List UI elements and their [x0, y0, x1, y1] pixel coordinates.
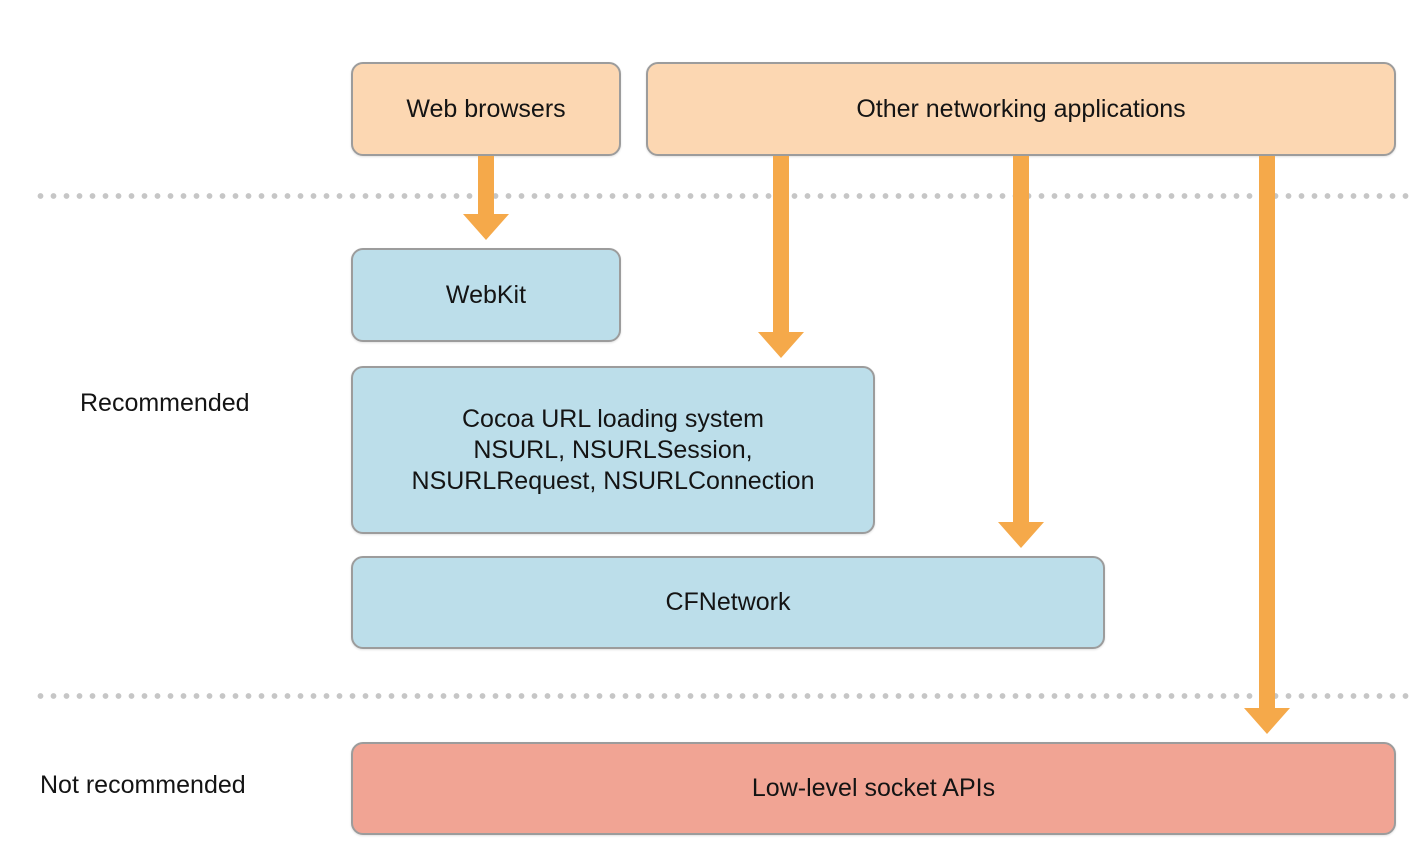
- node-web-browsers: Web browsers: [351, 62, 621, 156]
- tier-label-not-recommended: Not recommended: [40, 771, 246, 799]
- node-webkit-label: WebKit: [445, 280, 527, 309]
- node-low-level-socket-apis-label: Low-level socket APIs: [751, 774, 996, 802]
- arrow-other-apps-to-cocoa-url: [758, 156, 804, 358]
- tier-label-recommended: Recommended: [80, 389, 250, 417]
- node-other-networking-applications-label: Other networking applications: [856, 94, 1186, 123]
- tier-divider-top: [34, 192, 1414, 200]
- node-cfnetwork: CFNetwork: [351, 556, 1105, 649]
- node-cocoa-url-loading-system: Cocoa URL loading system NSURL, NSURLSes…: [351, 366, 875, 534]
- node-web-browsers-label: Web browsers: [406, 94, 566, 123]
- node-cfnetwork-label: CFNetwork: [665, 588, 791, 616]
- node-cocoa-url-loading-system-label: Cocoa URL loading system NSURL, NSURLSes…: [411, 404, 815, 495]
- node-webkit: WebKit: [351, 248, 621, 342]
- node-low-level-socket-apis: Low-level socket APIs: [351, 742, 1396, 835]
- node-other-networking-applications: Other networking applications: [646, 62, 1396, 156]
- arrow-other-apps-to-cfnetwork: [998, 156, 1044, 548]
- tier-divider-bottom: [34, 692, 1414, 700]
- arrow-other-apps-to-low-level: [1244, 156, 1290, 734]
